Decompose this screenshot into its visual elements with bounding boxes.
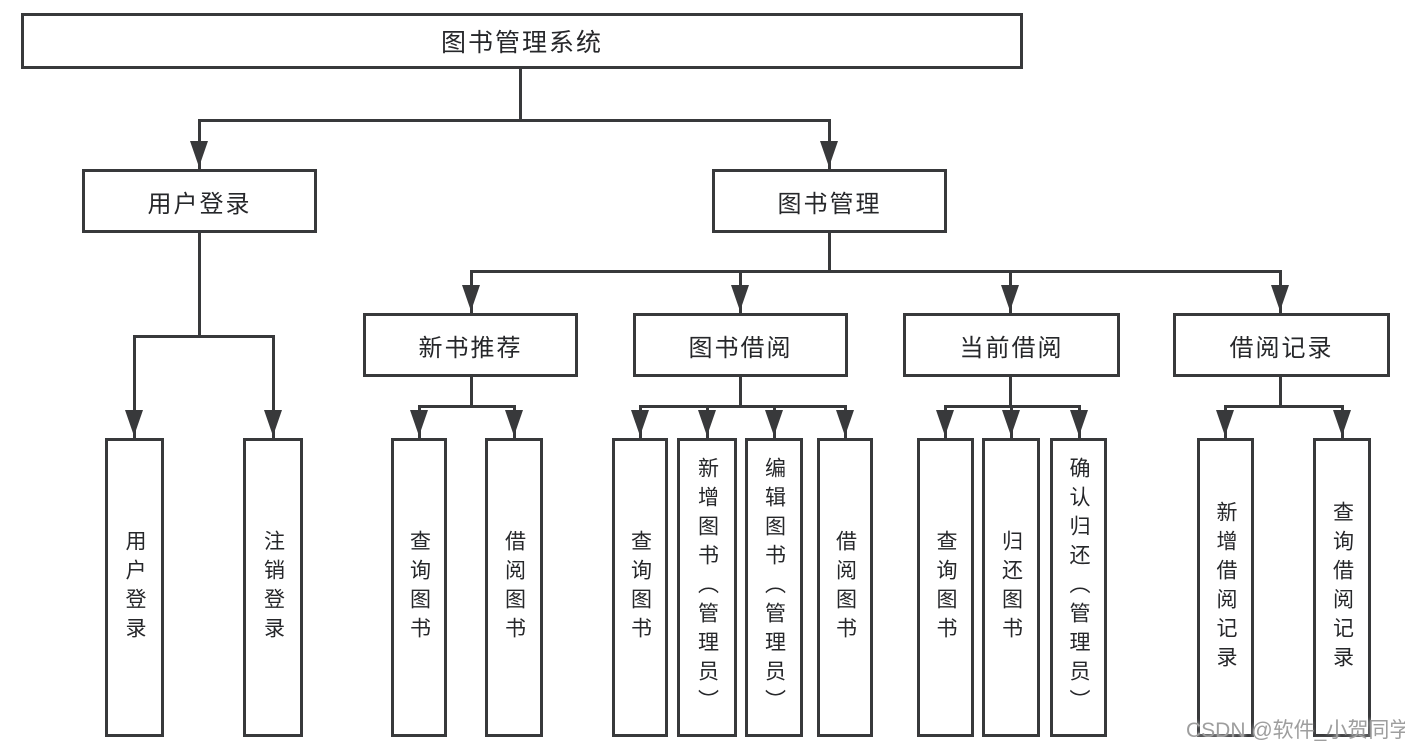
leaf-records-add-record: 新增借阅记录	[1197, 438, 1254, 737]
leaf-newbooks-borrow-books: 借阅图书	[485, 438, 543, 737]
watermark: CSDN @软件_小贺同学	[1186, 719, 1405, 742]
arrowhead-down-icon	[264, 410, 282, 436]
node-book-management: 图书管理	[712, 169, 947, 233]
arrowhead-down-icon	[190, 141, 208, 167]
leaf-current-confirm-return-admin: 确认归还（管理员）	[1050, 438, 1107, 737]
leaf-borrow-edit-books-admin: 编辑图书（管理员）	[745, 438, 803, 737]
connector-stub-current	[1009, 377, 1012, 408]
leaf-newbooks-query-books: 查询图书	[391, 438, 447, 737]
connector-branch-borrow	[639, 405, 847, 408]
connector-trunk	[519, 69, 522, 122]
connector-stub-borrow	[739, 377, 742, 408]
connector-stub-records	[1279, 377, 1282, 408]
arrowhead-down-icon	[631, 410, 649, 436]
connector-branch-level3	[470, 270, 1282, 273]
arrowhead-down-icon	[698, 410, 716, 436]
node-book-borrow: 图书借阅	[633, 313, 848, 377]
leaf-logout: 注销登录	[243, 438, 303, 737]
arrowhead-down-icon	[462, 285, 480, 311]
connector-branch-user-login	[133, 335, 275, 338]
node-new-book-recommend: 新书推荐	[363, 313, 578, 377]
arrowhead-down-icon	[731, 285, 749, 311]
arrowhead-down-icon	[836, 410, 854, 436]
arrowhead-down-icon	[936, 410, 954, 436]
arrowhead-down-icon	[1216, 410, 1234, 436]
connector-stub-user-login	[198, 233, 201, 338]
connector-drop-leaf-logout	[272, 335, 275, 438]
leaf-current-return-books: 归还图书	[982, 438, 1040, 737]
connector-stub-new-books	[470, 377, 473, 408]
leaf-borrow-borrow-books: 借阅图书	[817, 438, 873, 737]
node-root-system: 图书管理系统	[21, 13, 1023, 69]
connector-branch-new-books	[418, 405, 516, 408]
arrowhead-down-icon	[410, 410, 428, 436]
arrowhead-down-icon	[1333, 410, 1351, 436]
arrowhead-down-icon	[765, 410, 783, 436]
connector-drop-leaf-login	[133, 335, 136, 438]
leaf-borrow-add-books-admin: 新增图书（管理员）	[677, 438, 737, 737]
arrowhead-down-icon	[1002, 410, 1020, 436]
connector-branch-records	[1224, 405, 1344, 408]
leaf-records-query-record: 查询借阅记录	[1313, 438, 1371, 737]
leaf-user-login: 用户登录	[105, 438, 164, 737]
leaf-current-query-books: 查询图书	[917, 438, 974, 737]
arrowhead-down-icon	[505, 410, 523, 436]
arrowhead-down-icon	[125, 410, 143, 436]
arrowhead-down-icon	[1070, 410, 1088, 436]
connector-stub-book-mgmt	[828, 233, 831, 273]
connector-branch-level2	[198, 119, 831, 122]
arrowhead-down-icon	[1271, 285, 1289, 311]
arrowhead-down-icon	[1001, 285, 1019, 311]
node-user-login: 用户登录	[82, 169, 317, 233]
arrowhead-down-icon	[820, 141, 838, 167]
node-borrow-records: 借阅记录	[1173, 313, 1390, 377]
node-current-borrow: 当前借阅	[903, 313, 1120, 377]
leaf-borrow-query-books: 查询图书	[612, 438, 668, 737]
